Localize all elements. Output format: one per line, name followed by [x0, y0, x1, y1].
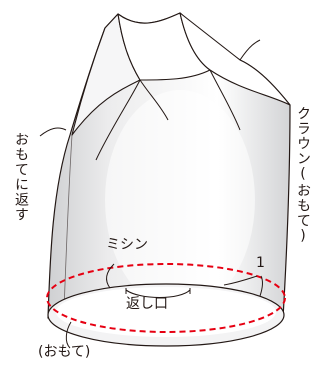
body-highlight — [105, 90, 255, 310]
fold-line-5 — [63, 134, 73, 311]
sewing-label: ミシン — [106, 237, 148, 253]
right-vertical-label: クラウン(おもて) — [295, 106, 311, 245]
return-opening-label: 返し口 — [126, 296, 168, 312]
fold-line-2 — [139, 79, 169, 121]
stitch-line — [46, 263, 286, 333]
sewing-leader-line — [106, 263, 115, 289]
bottom-leader-line — [65, 321, 72, 349]
return-opening-arc — [125, 289, 191, 298]
right-fold-panel — [179, 12, 291, 106]
left-vertical-label: おもてに返す — [13, 132, 29, 222]
fold-line-1 — [95, 79, 141, 161]
fold-line-4 — [239, 39, 261, 61]
left-leader-line — [39, 127, 67, 137]
bottom-label: (おもて) — [38, 344, 91, 360]
number-leader-line-1 — [223, 275, 258, 286]
number-leader-line-2 — [259, 275, 264, 297]
number-label: 1 — [256, 255, 265, 271]
fold-line-3 — [209, 69, 241, 131]
bottom-opening-inner — [56, 287, 276, 337]
